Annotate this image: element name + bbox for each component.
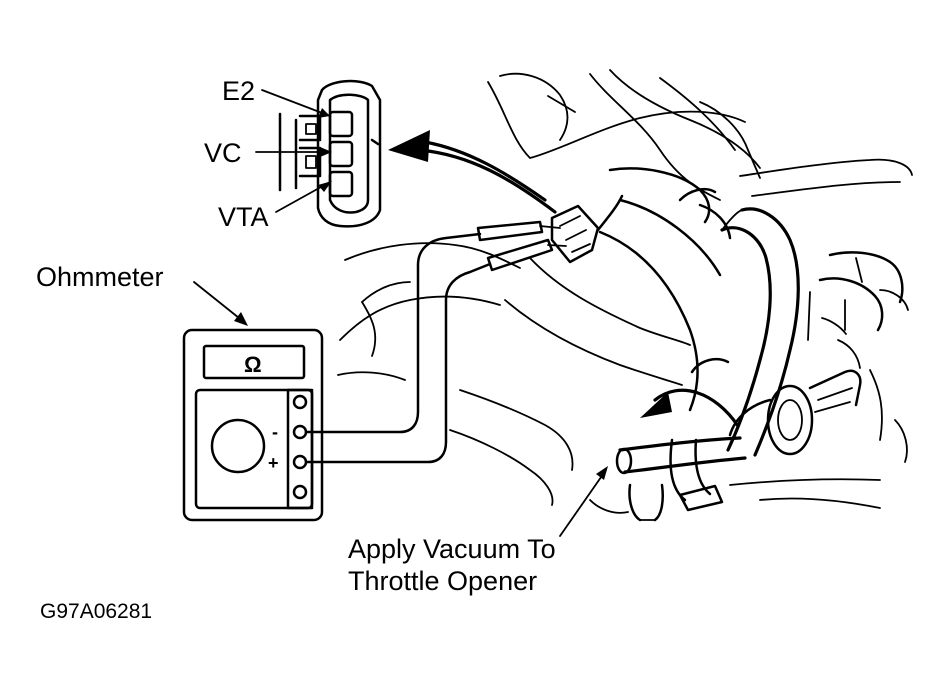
tps-connector-detail (278, 79, 382, 228)
vta-pin-label: VTA (218, 202, 269, 232)
vacuum-leader (559, 466, 608, 537)
ohmmeter-label: Ohmmeter (36, 262, 164, 292)
ohmmeter-device (182, 328, 324, 522)
engine-sketch (337, 69, 913, 522)
vc-pin-label: VC (204, 138, 242, 168)
minus-terminal-sign: - (272, 422, 278, 442)
vacuum-instruction-line2: Throttle Opener (348, 566, 537, 596)
figure-code: G97A06281 (40, 600, 152, 623)
e2-pin-label: E2 (222, 76, 255, 106)
vacuum-instruction-line1: Apply Vacuum To (348, 534, 556, 564)
ohm-symbol: Ω (244, 352, 262, 377)
pin-leaders (255, 89, 332, 213)
ohmmeter-leader (193, 281, 248, 326)
ohmmeter-leads (304, 220, 567, 464)
plus-terminal-sign: + (268, 453, 279, 473)
detail-callout-arrow (388, 130, 557, 214)
